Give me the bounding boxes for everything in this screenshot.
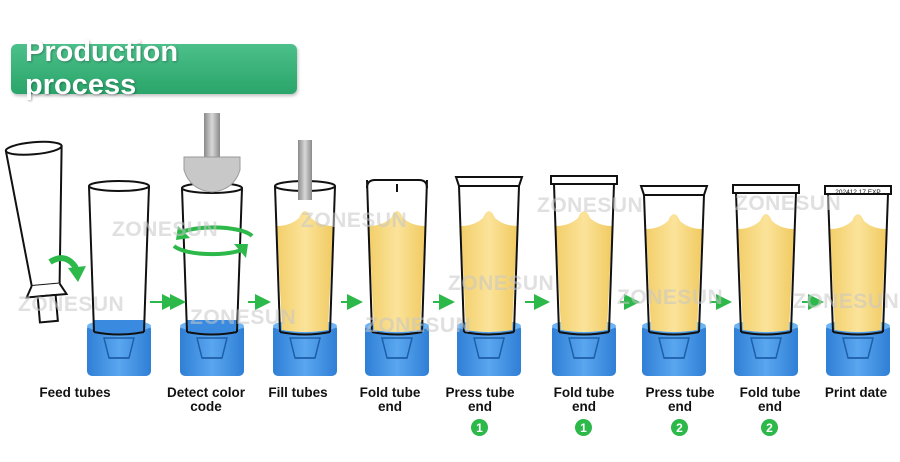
watermark-9: ZONESUN — [793, 290, 900, 313]
step-label: Fold tube end — [739, 385, 801, 414]
feed-arrow-head — [68, 266, 86, 282]
tube-opening — [88, 180, 150, 192]
watermark-4: ZONESUN — [735, 192, 842, 215]
step-label: Fold tube end — [553, 385, 615, 414]
step-label: Press tube end — [445, 385, 515, 414]
cream-fill — [556, 211, 612, 332]
cream-fill — [369, 211, 425, 332]
feed-tube — [4, 140, 69, 324]
tube — [732, 184, 800, 336]
step-label: Fill tubes — [268, 385, 328, 400]
print-date-code: 202412 17 EXP — [835, 189, 881, 196]
watermark-5: ZONESUN — [18, 293, 125, 316]
cream-fill — [646, 214, 702, 332]
color-code-sensor — [183, 113, 241, 193]
watermark-6: ZONESUN — [190, 306, 297, 329]
tube-sealed-top — [732, 184, 800, 194]
cream-fill — [461, 211, 517, 332]
tube-sealed-top — [639, 185, 709, 196]
tube-folded-top — [366, 179, 428, 189]
filling-nozzle — [298, 140, 312, 200]
step-label: Feed tubes — [39, 385, 111, 400]
tube-base — [93, 320, 145, 334]
cream-fill — [830, 214, 886, 332]
step-label: Print date — [824, 385, 888, 400]
tube — [366, 179, 428, 336]
rotate-arrow — [172, 244, 243, 257]
tube — [824, 185, 892, 336]
step-number-badge: 1 — [471, 419, 488, 436]
tube-sealed-top — [550, 175, 618, 185]
rotate-arrow-head — [234, 244, 248, 258]
tube-nozzle — [36, 293, 59, 324]
tube — [639, 185, 709, 336]
step-label: Press tube end — [645, 385, 715, 414]
tube — [88, 180, 150, 336]
step-number-badge: 2 — [761, 419, 778, 436]
step-label: Detect color code — [166, 385, 246, 414]
watermark-3: ZONESUN — [537, 194, 644, 217]
rotate-arrow — [181, 225, 254, 238]
step-number-badge: 1 — [575, 419, 592, 436]
tube-sealed-top — [824, 185, 892, 195]
watermark-8: ZONESUN — [617, 286, 724, 309]
cream-fill — [277, 211, 333, 332]
tube — [550, 175, 618, 336]
step-number-badge: 2 — [671, 419, 688, 436]
watermark-2: ZONESUN — [301, 209, 408, 232]
tube-base — [186, 320, 238, 334]
feed-arrow — [48, 255, 79, 270]
step-label: Fold tube end — [359, 385, 421, 414]
watermark-10: ZONESUN — [365, 314, 472, 337]
tube — [454, 176, 524, 336]
watermark-7: ZONESUN — [448, 272, 555, 295]
rotate-arrow-head — [176, 226, 190, 240]
tube — [274, 180, 336, 336]
cream-fill — [738, 214, 794, 332]
watermark-1: ZONESUN — [112, 218, 219, 241]
tube-sealed-top — [454, 176, 524, 187]
